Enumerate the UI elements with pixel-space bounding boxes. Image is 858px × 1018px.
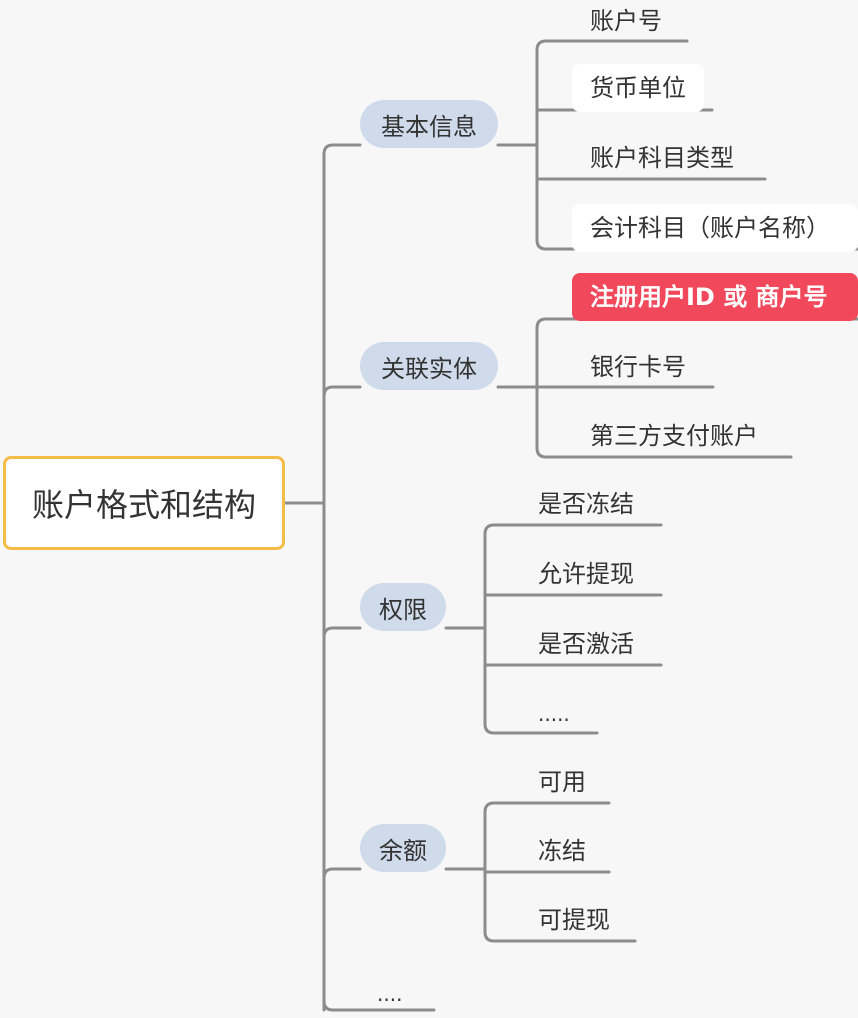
category-yue[interactable]: 余额 <box>360 824 446 872</box>
main-trunk <box>322 143 362 1012</box>
leaf-is-frozen[interactable]: 是否冻结 <box>538 490 634 518</box>
root-node[interactable]: 账户格式和结构 <box>3 456 285 550</box>
category-quanxian[interactable]: 权限 <box>360 583 446 631</box>
category-guanlian-shiti[interactable]: 关联实体 <box>360 342 498 390</box>
leaf-user-id-or-merchant[interactable]: 注册用户ID 或 商户号 <box>572 273 858 321</box>
category-more[interactable]: .... <box>377 982 403 1006</box>
leaf-is-active[interactable]: 是否激活 <box>538 630 634 658</box>
branch-guanlian <box>322 385 362 398</box>
leaf-frozen-balance[interactable]: 冻结 <box>538 837 586 865</box>
leaf-bank-card[interactable]: 银行卡号 <box>590 353 686 381</box>
leaf-account-number[interactable]: 账户号 <box>590 7 662 35</box>
leaf-currency-unit[interactable]: 货币单位 <box>572 64 704 112</box>
leaf-withdrawable[interactable]: 可提现 <box>538 906 610 934</box>
leaf-third-party-account[interactable]: 第三方支付账户 <box>590 422 758 450</box>
leaf-allow-withdraw[interactable]: 允许提现 <box>538 560 634 588</box>
branch-yue <box>322 867 362 880</box>
category-jiben-xinxi[interactable]: 基本信息 <box>360 100 498 148</box>
leaf-permission-more[interactable]: ..... <box>538 702 570 726</box>
leaf-available[interactable]: 可用 <box>538 768 586 796</box>
branch-more <box>322 999 436 1012</box>
branch-quanxian <box>322 626 362 639</box>
leaf-accounting-subject[interactable]: 会计科目（账户名称） <box>572 204 858 252</box>
leaf-account-subject-type[interactable]: 账户科目类型 <box>590 144 734 172</box>
